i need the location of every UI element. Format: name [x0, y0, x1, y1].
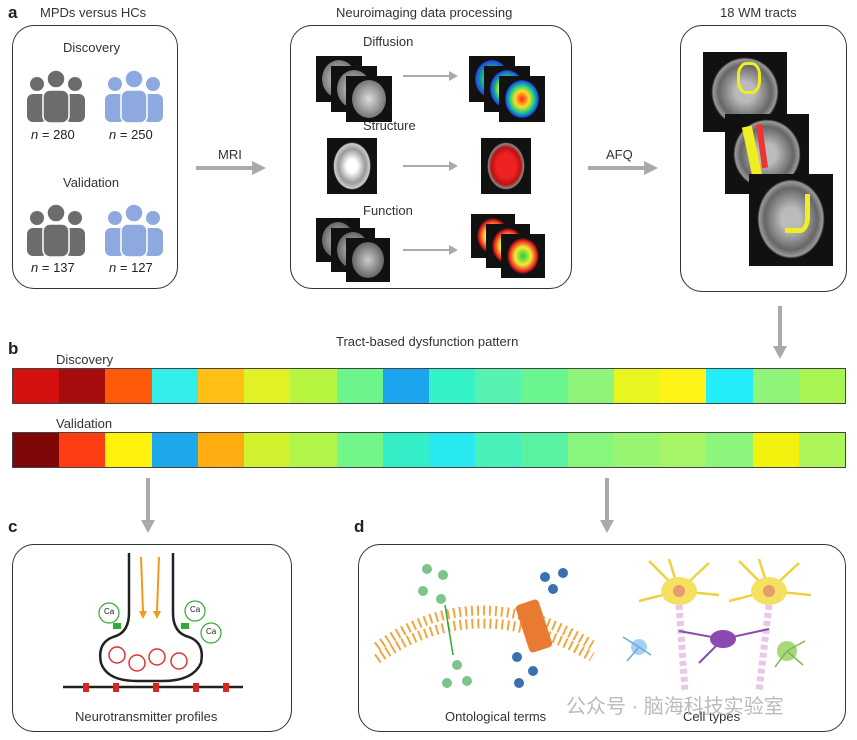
cohort-box: Discovery n = 280 n = 250 Validation n =	[12, 25, 178, 289]
afq-arrow-icon	[588, 161, 658, 175]
validation-pattern-bar	[12, 432, 846, 468]
discovery-label: Discovery	[63, 40, 121, 55]
validation-tract-segment	[336, 433, 383, 467]
mpd-people-icon	[27, 69, 85, 124]
box3-title: 18 WM tracts	[720, 5, 797, 20]
cell-types-illustration	[622, 558, 812, 692]
arrow-icon	[403, 245, 458, 255]
mri-arrow-label: MRI	[218, 147, 242, 162]
watermark: 公众号 · 脑海科技实验室	[566, 696, 784, 718]
validation-tract-segment	[151, 433, 198, 467]
hc-people-icon	[105, 203, 163, 258]
function-label: Function	[363, 203, 413, 218]
structure-raw-scan	[327, 138, 377, 194]
discovery-tract-segment	[336, 369, 383, 403]
calcium-label: Ca	[206, 627, 217, 636]
discovery-tract-segment	[59, 369, 106, 403]
discovery-tract-segment	[613, 369, 661, 403]
validation-tract-segment	[798, 433, 845, 467]
discovery-tract-segment	[521, 369, 568, 403]
discovery-tract-segment	[428, 369, 476, 403]
mpd-people-icon	[27, 203, 85, 258]
panel-b-letter: b	[8, 339, 19, 358]
down-arrow-icon	[600, 478, 614, 533]
val-hc-count: n = 127	[109, 260, 153, 275]
validation-tract-segment	[59, 433, 106, 467]
validation-tract-segment	[105, 433, 152, 467]
tracts-box	[680, 25, 847, 292]
discovery-tract-segment	[151, 369, 198, 403]
discovery-tract-segment	[706, 369, 753, 403]
validation-tract-segment	[613, 433, 661, 467]
discovery-tract-segment	[13, 369, 60, 403]
validation-tract-segment	[752, 433, 799, 467]
panel-c-letter: c	[8, 517, 18, 536]
processing-box: Diffusion Structure Function	[290, 25, 572, 289]
hc-people-icon	[105, 69, 163, 124]
discovery-pattern-bar	[12, 368, 846, 404]
diffusion-label: Diffusion	[363, 34, 414, 49]
disc-hc-count: n = 250	[109, 127, 153, 142]
validation-tract-segment	[475, 433, 522, 467]
discovery-tract-segment	[244, 369, 291, 403]
validation-label: Validation	[63, 175, 120, 190]
neurotransmitter-caption: Neurotransmitter profiles	[75, 709, 218, 724]
discovery-tract-segment	[290, 369, 337, 403]
panel-d-letter: d	[354, 517, 365, 536]
validation-tract-segment	[660, 433, 707, 467]
ontology-cell-box: Ontological terms Cell types	[358, 544, 846, 732]
ontology-caption: Ontological terms	[445, 709, 547, 724]
down-arrow-icon	[773, 306, 787, 359]
validation-tract-segment	[244, 433, 291, 467]
arrow-icon	[403, 71, 458, 81]
neurotransmitter-box: Ca Ca Ca Neurotransmitter profiles	[12, 544, 292, 732]
discovery-tract-segment	[382, 369, 429, 403]
tract-scan-coronal	[749, 174, 833, 266]
discovery-tract-segment	[660, 369, 707, 403]
down-arrow-icon	[141, 478, 155, 533]
disc-mpd-count: n = 280	[31, 127, 75, 142]
pattern-title: Tract-based dysfunction pattern	[336, 334, 519, 349]
discovery-tract-segment	[752, 369, 799, 403]
validation-tract-segment	[13, 433, 60, 467]
discovery-bar-label: Discovery	[56, 352, 114, 367]
discovery-tract-segment	[567, 369, 614, 403]
validation-tract-segment	[290, 433, 337, 467]
val-mpd-count: n = 137	[31, 260, 75, 275]
membrane-illustration	[374, 564, 595, 688]
validation-tract-segment	[521, 433, 568, 467]
validation-tract-segment	[197, 433, 245, 467]
validation-tract-segment	[382, 433, 429, 467]
calcium-label: Ca	[104, 607, 115, 616]
discovery-tract-segment	[197, 369, 245, 403]
discovery-tract-segment	[105, 369, 152, 403]
validation-bar-label: Validation	[56, 416, 113, 431]
synapse-illustration	[63, 553, 243, 692]
calcium-label: Ca	[190, 605, 201, 614]
afq-arrow-label: AFQ	[606, 147, 633, 162]
mri-arrow-icon	[196, 161, 266, 175]
arrow-icon	[403, 161, 458, 171]
panel-a-letter: a	[8, 3, 18, 22]
cell-types-caption: Cell types	[683, 709, 741, 724]
discovery-tract-segment	[798, 369, 845, 403]
validation-tract-segment	[706, 433, 753, 467]
validation-tract-segment	[567, 433, 614, 467]
discovery-tract-segment	[475, 369, 522, 403]
validation-tract-segment	[428, 433, 476, 467]
box2-title: Neuroimaging data processing	[336, 5, 513, 20]
structure-processed-scan	[481, 138, 531, 194]
box1-title: MPDs versus HCs	[40, 5, 147, 20]
